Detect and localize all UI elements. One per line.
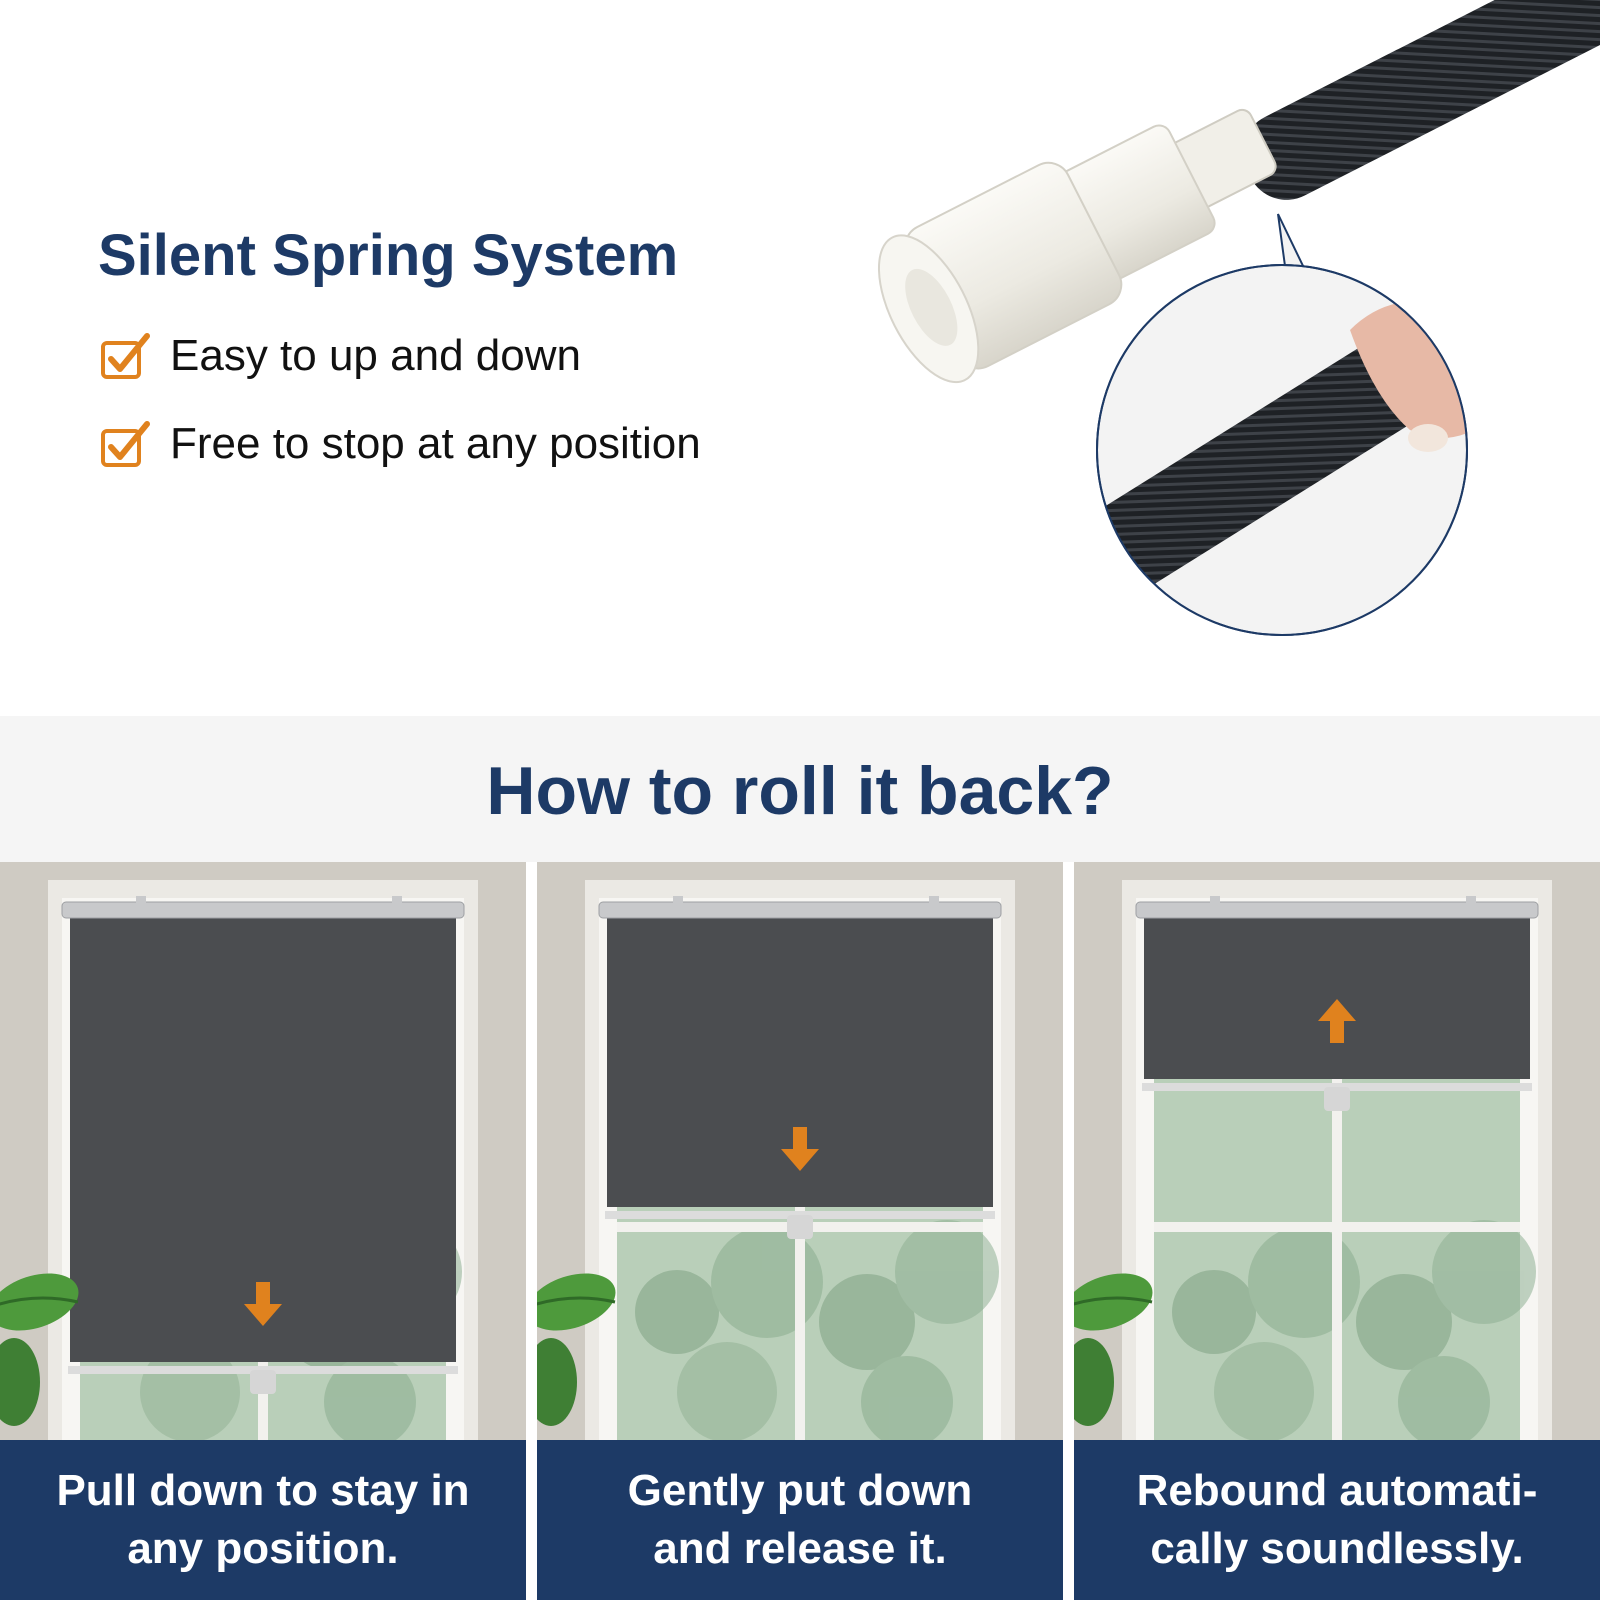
step-panel: Rebound automati- cally soundlessly. (1074, 862, 1600, 1600)
caption-line: Pull down to stay in (56, 1466, 470, 1515)
panel-divider (1063, 862, 1074, 1600)
feature-section: Silent Spring System Easy to up and down… (0, 0, 1600, 716)
checkbox-check-icon (101, 421, 150, 467)
feature-label: Easy to up and down (170, 331, 581, 380)
step-panel: Pull down to stay in any position. (0, 862, 526, 1600)
section-title: How to roll it back? (486, 753, 1114, 829)
caption-line: Rebound automati- (1136, 1466, 1538, 1515)
headline: Silent Spring System (98, 223, 679, 288)
caption-line: Gently put down (627, 1466, 973, 1515)
checkbox-check-icon (101, 333, 150, 379)
step-panel: Gently put down and release it. (537, 862, 1063, 1600)
step-caption: Rebound automati- cally soundlessly. (1074, 1440, 1600, 1600)
feature-label: Free to stop at any position (170, 419, 701, 468)
caption-line: and release it. (653, 1524, 947, 1573)
panel-divider (526, 862, 537, 1600)
feature-item: Easy to up and down (100, 330, 581, 382)
step-caption: Gently put down and release it. (537, 1440, 1063, 1600)
feature-item: Free to stop at any position (100, 418, 701, 470)
step-caption: Pull down to stay in any position. (0, 1440, 526, 1600)
caption-line: cally soundlessly. (1150, 1524, 1524, 1573)
how-section-band (0, 716, 1600, 862)
caption-line: any position. (127, 1524, 399, 1573)
window-shade-scene (0, 862, 526, 1440)
spring-product-image (877, 0, 1600, 636)
window-shade-scene (537, 862, 1063, 1440)
window-shade-scene (1074, 862, 1600, 1440)
